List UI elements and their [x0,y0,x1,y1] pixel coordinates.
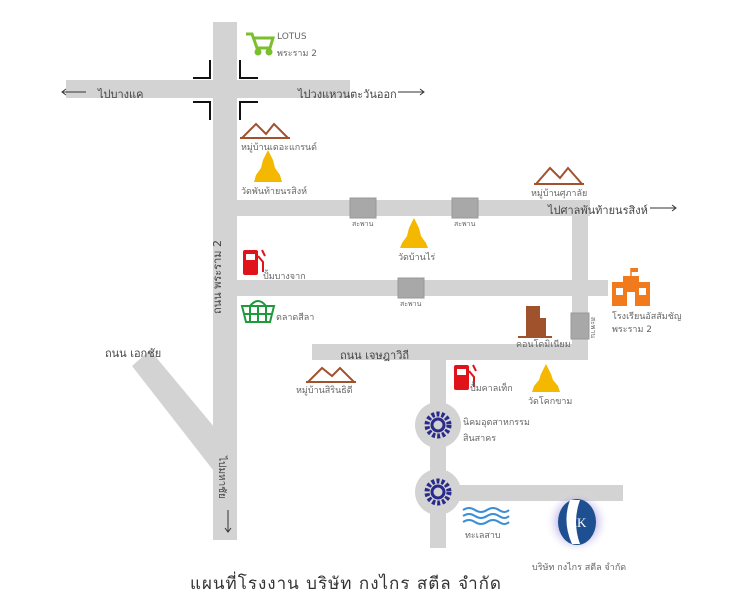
gear-icon [424,478,452,506]
shopping-cart-icon [246,32,276,56]
road-ekachai [132,350,230,470]
label-to-bang-khae: ไปบางแค [98,88,144,101]
village-supalai-label: หมู่บ้านศุภาลัย [531,189,588,199]
label-rama2-road: ถนน พระราม 2 [211,239,225,315]
temple-icon [400,218,428,248]
lotus-label: LOTUS [277,32,307,42]
road-chetsadawithi [312,344,588,360]
condominium-icon [518,306,552,338]
road-estate-vertical [430,360,446,548]
arrow-right-icon [650,204,677,212]
house-icon [306,366,356,383]
lotus-branch-label: พระราม 2 [277,49,318,59]
temple-icon [254,150,282,182]
lake-label: ทะเลสาบ [465,531,501,541]
village-grand-label: หมู่บ้านเดอะแกรนด์ [241,143,318,153]
arrow-left-icon [61,88,86,96]
fuel-pump-icon [454,364,477,390]
bridge-label: สะพาน [352,220,374,228]
company-logo: KK [545,490,609,554]
temple-icon [532,364,560,392]
label-to-ring-east: ไปวงแหวนตะวันออก [298,88,397,101]
road-soi-1 [237,200,590,216]
estate-label-2: สินสาคร [463,434,497,444]
road-top-horizontal [66,80,350,98]
condo-label: คอนโดมิเนียม [516,340,571,350]
bridge-label: สะพาน [454,220,476,228]
water-waves-icon [462,507,510,525]
bridge-label: สะพาน [589,316,598,339]
school-icon [612,268,650,306]
bridge-label: สะพาน [400,300,422,308]
company-label: บริษัท กงไกร สตีล จำกัด [532,563,627,573]
school-label: โรงเรียนอัสสัมชัญ [612,312,682,322]
house-icon [240,122,290,139]
bridge [451,197,479,219]
school-branch-label: พระราม 2 [612,325,653,335]
estate-label: นิคมอุตสาหกรรม [463,418,530,428]
wat-khok-kham-label: วัดโคกขาม [528,397,573,407]
market-label: ตลาดสีลา [276,313,315,323]
estate-roundabout-2 [415,469,461,515]
house-icon [534,166,584,185]
estate-roundabout-1 [415,402,461,448]
gear-icon [424,411,452,439]
village-sirin-label: หมู่บ้านสิรินธิดี [296,386,353,396]
arrow-right-icon [398,88,425,96]
arrow-down-icon [224,510,232,533]
basket-icon [240,300,276,323]
label-ekachai-road: ถนน เอกชัย [105,347,162,360]
bangchak-label: ปั้มบางจาก [263,272,306,282]
label-chetsadawithi-road: ถนน เจษฎาวิถี [340,349,410,362]
intersection-marks [193,60,258,120]
bridge [397,277,425,299]
bridge [570,312,590,340]
bridge [349,197,377,219]
fuel-pump-icon [243,249,266,275]
wat-phanthai-label: วัดพันท้ายนรสิงห์ [241,187,308,197]
caltex-label: ปั้มคาลเท็ก [470,384,513,394]
page-title: แผนที่โรงงาน บริษัท กงไกร สตีล จำกัด [190,574,502,594]
label-to-san-phanthai: ไปศาลพันท้ายนรสิงห์ [548,204,648,217]
wat-ban-rai-label: วัดบ้านไร่ [398,253,436,263]
label-to-mahachai: ไปมหาชัย [215,456,227,499]
svg-text:KK: KK [568,515,587,530]
